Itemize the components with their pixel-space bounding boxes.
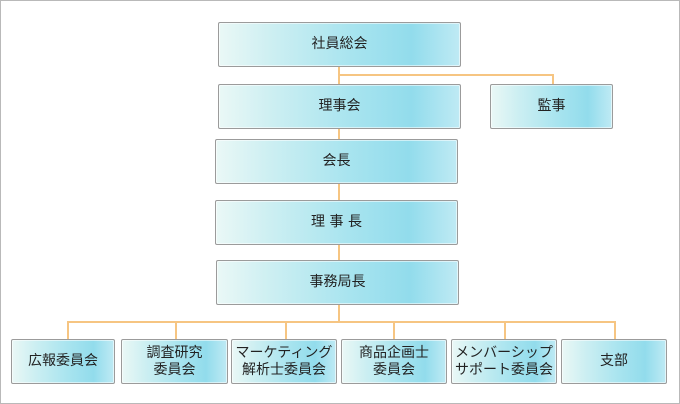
connector-line [393, 321, 395, 339]
marketing-committee-label-line2: 解析士委員会 [242, 361, 326, 378]
connector-line [67, 321, 69, 339]
connector-line [338, 305, 340, 322]
branches-node: 支部 [561, 339, 667, 384]
membership-committee-label-line1: メンバーシップ [455, 344, 553, 361]
general-meeting-node: 社員総会 [218, 22, 461, 67]
connector-line [338, 184, 340, 200]
general-meeting-label: 社員総会 [311, 36, 368, 52]
connector-line [67, 321, 615, 323]
connector-line [338, 74, 553, 76]
connector-line [504, 321, 506, 339]
marketing-committee-node: マーケティング 解析士委員会 [231, 339, 337, 384]
connector-line [175, 321, 177, 339]
connector-line [285, 321, 287, 339]
membership-committee-node: メンバーシップ サポート委員会 [451, 339, 557, 384]
research-committee-label-line2: 委員会 [153, 361, 196, 378]
connector-line [338, 129, 340, 139]
board-node: 理事会 [218, 84, 461, 129]
product-committee-label-line2: 委員会 [373, 361, 415, 378]
president-node: 会長 [215, 139, 458, 184]
pr-committee-label: 広報委員会 [28, 353, 98, 369]
pr-committee-node: 広報委員会 [11, 339, 115, 384]
chairman-label: 理 事 長 [311, 214, 362, 230]
chairman-node: 理 事 長 [215, 200, 458, 245]
connector-line [614, 321, 616, 339]
marketing-committee-label-line1: マーケティング [235, 344, 333, 361]
president-label: 会長 [322, 153, 351, 169]
connector-line [338, 67, 340, 85]
membership-committee-label-line2: サポート委員会 [455, 361, 553, 378]
connector-line [552, 74, 554, 85]
research-committee-label-line1: 調査研究 [146, 344, 203, 361]
auditor-node: 監事 [490, 84, 613, 129]
product-committee-node: 商品企画士 委員会 [341, 339, 447, 384]
secretary-general-node: 事務局長 [216, 260, 459, 305]
research-committee-node: 調査研究 委員会 [121, 339, 228, 384]
board-label: 理事会 [318, 98, 361, 114]
product-committee-label-line1: 商品企画士 [359, 344, 429, 361]
branches-label: 支部 [600, 353, 628, 369]
secretary-general-label: 事務局長 [309, 274, 366, 290]
auditor-label: 監事 [537, 98, 566, 114]
connector-line [338, 245, 340, 260]
